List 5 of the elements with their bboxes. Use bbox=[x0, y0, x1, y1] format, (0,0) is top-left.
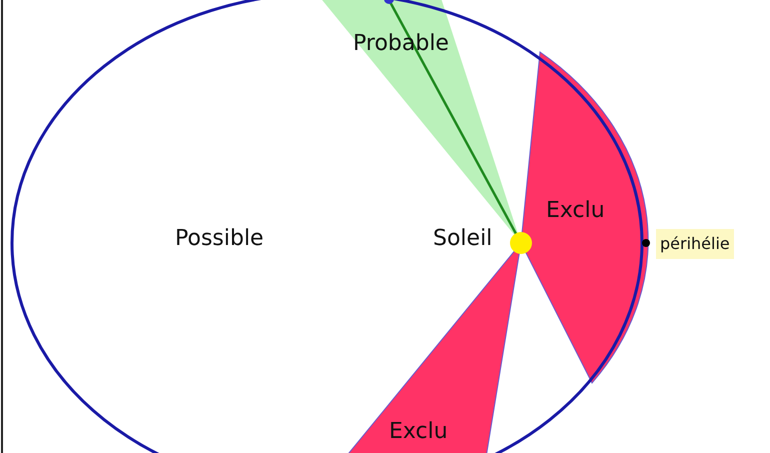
point-label: périhélie bbox=[656, 229, 734, 259]
region-label: Exclu bbox=[389, 419, 448, 445]
region-label: Exclu bbox=[546, 198, 605, 224]
region-label: Possible bbox=[175, 226, 264, 252]
sun-label: Soleil bbox=[433, 226, 492, 252]
